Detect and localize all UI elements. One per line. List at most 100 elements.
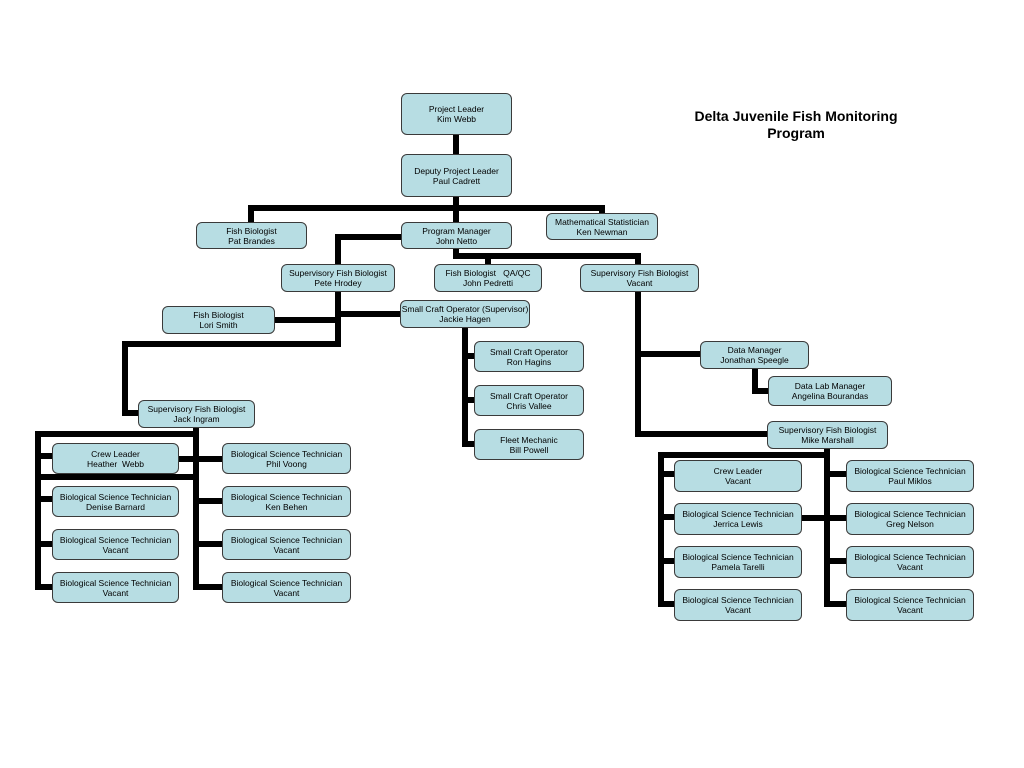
node-name: Pat Brandes bbox=[228, 235, 275, 246]
node-supervisory-fish-biologist-marshall: Supervisory Fish Biologist Mike Marshall bbox=[767, 421, 888, 449]
node-role: Fleet Mechanic bbox=[500, 434, 558, 445]
node-name: Angelina Bourandas bbox=[791, 391, 869, 401]
node-fish-biologist-smith: Fish Biologist Lori Smith bbox=[162, 306, 275, 334]
node-bst-tarelli: Biological Science Technician Pamela Tar… bbox=[674, 546, 802, 578]
node-role: Biological Science Technician bbox=[682, 552, 794, 562]
node-deputy-project-leader: Deputy Project Leader Paul Cadrett bbox=[401, 154, 512, 197]
node-name: Vacant bbox=[897, 605, 923, 615]
node-small-craft-operator-vallee: Small Craft Operator Chris Vallee bbox=[474, 385, 584, 416]
node-name: Chris Vallee bbox=[506, 400, 552, 411]
node-name: Vacant bbox=[102, 544, 129, 555]
node-role: Data Lab Manager bbox=[794, 381, 866, 391]
chart-title: Delta Juvenile Fish Monitoring Program bbox=[694, 108, 898, 141]
node-bst-behen: Biological Science Technician Ken Behen bbox=[222, 486, 351, 517]
node-role: Biological Science Technician bbox=[59, 577, 172, 588]
node-bst-miklos: Biological Science Technician Paul Miklo… bbox=[846, 460, 974, 492]
node-name: Greg Nelson bbox=[886, 519, 934, 529]
node-name: Pamela Tarelli bbox=[711, 562, 765, 572]
node-crew-leader-vacant: Crew Leader Vacant bbox=[674, 460, 802, 492]
node-name: Bill Powell bbox=[509, 444, 549, 455]
node-role: Fish Biologist bbox=[226, 225, 277, 236]
node-bst-voong: Biological Science Technician Phil Voong bbox=[222, 443, 351, 474]
node-name: Jackie Hagen bbox=[439, 314, 491, 324]
node-name: Vacant bbox=[897, 562, 923, 572]
node-bst-left-vacant-2: Biological Science Technician Vacant bbox=[222, 529, 351, 560]
node-name: Ron Hagins bbox=[506, 356, 552, 367]
node-role: Biological Science Technician bbox=[854, 552, 966, 562]
node-role: Biological Science Technician bbox=[682, 595, 794, 605]
node-name: Paul Miklos bbox=[888, 476, 932, 486]
node-fish-biologist-brandes: Fish Biologist Pat Brandes bbox=[196, 222, 307, 249]
node-role: Biological Science Technician bbox=[59, 534, 172, 545]
node-bst-lewis: Biological Science Technician Jerrica Le… bbox=[674, 503, 802, 535]
node-bst-right-vacant-3: Biological Science Technician Vacant bbox=[846, 589, 974, 621]
node-fish-biologist-qaqc: Fish Biologist QA/QC John Pedretti bbox=[434, 264, 542, 292]
node-name: Vacant bbox=[102, 587, 129, 598]
node-role: Project Leader bbox=[428, 104, 485, 114]
node-name: Vacant bbox=[725, 476, 751, 486]
node-role: Program Manager bbox=[422, 225, 491, 236]
node-role: Crew Leader bbox=[713, 466, 763, 476]
node-role: Small Craft Operator bbox=[490, 346, 568, 357]
node-role: Biological Science Technician bbox=[59, 491, 172, 502]
node-bst-nelson: Biological Science Technician Greg Nelso… bbox=[846, 503, 974, 535]
node-name: Vacant bbox=[725, 605, 751, 615]
node-role: Biological Science Technician bbox=[854, 466, 966, 476]
node-role: Biological Science Technician bbox=[230, 491, 343, 502]
node-name: Paul Cadrett bbox=[432, 175, 481, 186]
node-role: Small Craft Operator (Supervisor) bbox=[401, 304, 529, 314]
node-name: Phil Voong bbox=[266, 458, 307, 469]
node-supervisory-fish-biologist-ingram: Supervisory Fish Biologist Jack Ingram bbox=[138, 400, 255, 428]
node-bst-left-vacant-3: Biological Science Technician Vacant bbox=[52, 572, 179, 603]
node-role: Small Craft Operator bbox=[490, 390, 568, 401]
node-supervisory-fish-biologist-vacant: Supervisory Fish Biologist Vacant bbox=[580, 264, 699, 292]
node-role: Deputy Project Leader bbox=[414, 165, 499, 176]
node-program-manager: Program Manager John Netto bbox=[401, 222, 512, 249]
node-role: Biological Science Technician bbox=[854, 595, 966, 605]
node-project-leader: Project Leader Kim Webb bbox=[401, 93, 512, 135]
node-name: Vacant bbox=[626, 278, 653, 288]
node-name: Ken Newman bbox=[576, 226, 628, 237]
node-role: Supervisory Fish Biologist bbox=[147, 404, 246, 414]
node-name: Jerrica Lewis bbox=[713, 519, 763, 529]
node-small-craft-operator-supervisor: Small Craft Operator (Supervisor) Jackie… bbox=[400, 300, 530, 328]
node-bst-left-vacant-4: Biological Science Technician Vacant bbox=[222, 572, 351, 603]
node-bst-barnard: Biological Science Technician Denise Bar… bbox=[52, 486, 179, 517]
node-name: Mike Marshall bbox=[801, 435, 854, 445]
node-name: Vacant bbox=[273, 544, 300, 555]
node-name: Lori Smith bbox=[199, 320, 238, 330]
node-supervisory-fish-biologist-hrodey: Supervisory Fish Biologist Pete Hrodey bbox=[281, 264, 395, 292]
node-role: Supervisory Fish Biologist bbox=[289, 268, 387, 278]
node-name: Jack Ingram bbox=[173, 414, 220, 424]
node-role: Supervisory Fish Biologist bbox=[778, 425, 877, 435]
node-name: Heather Webb bbox=[86, 458, 144, 469]
node-name: Ken Behen bbox=[265, 501, 308, 512]
node-bst-left-vacant-1: Biological Science Technician Vacant bbox=[52, 529, 179, 560]
node-role: Data Manager bbox=[727, 345, 782, 355]
node-name: Pete Hrodey bbox=[314, 278, 362, 288]
node-role: Fish Biologist QA/QC bbox=[445, 268, 531, 278]
node-bst-right-vacant-2: Biological Science Technician Vacant bbox=[674, 589, 802, 621]
node-data-manager: Data Manager Jonathan Speegle bbox=[700, 341, 809, 369]
node-role: Crew Leader bbox=[91, 448, 140, 459]
node-small-craft-operator-hagins: Small Craft Operator Ron Hagins bbox=[474, 341, 584, 372]
node-bst-right-vacant-1: Biological Science Technician Vacant bbox=[846, 546, 974, 578]
node-role: Biological Science Technician bbox=[230, 577, 343, 588]
node-name: John Pedretti bbox=[462, 278, 514, 288]
node-fleet-mechanic: Fleet Mechanic Bill Powell bbox=[474, 429, 584, 460]
node-name: John Netto bbox=[435, 235, 478, 246]
node-name: Kim Webb bbox=[436, 114, 477, 124]
node-role: Biological Science Technician bbox=[854, 509, 966, 519]
node-mathematical-statistician: Mathematical Statistician Ken Newman bbox=[546, 213, 658, 240]
node-role: Biological Science Technician bbox=[230, 534, 343, 545]
node-role: Fish Biologist bbox=[193, 310, 244, 320]
node-name: Denise Barnard bbox=[85, 501, 146, 512]
node-role: Supervisory Fish Biologist bbox=[590, 268, 689, 278]
node-data-lab-manager: Data Lab Manager Angelina Bourandas bbox=[768, 376, 892, 406]
node-name: Vacant bbox=[273, 587, 300, 598]
node-name: Jonathan Speegle bbox=[720, 355, 789, 365]
node-role: Mathematical Statistician bbox=[554, 216, 649, 227]
node-role: Biological Science Technician bbox=[682, 509, 794, 519]
node-role: Biological Science Technician bbox=[230, 448, 343, 459]
